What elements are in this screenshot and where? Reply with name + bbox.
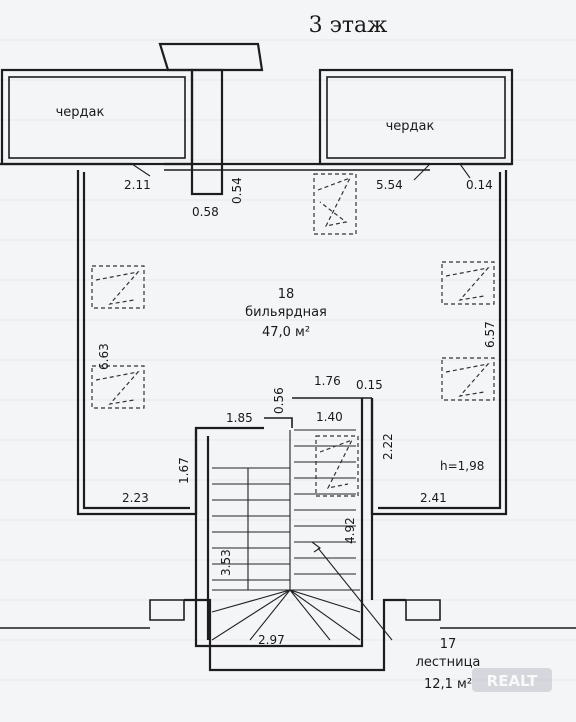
watermark-text: REALT [487,672,538,690]
dim-1-67: 1.67 [177,457,191,484]
stairs-room-label: 17 лестница 12,1 м² [416,637,481,692]
dimension-labels: 2.11 0.58 0.54 5.54 0.14 6.63 6.57 1.76 … [97,177,497,647]
dim-1-76: 1.76 [314,374,341,388]
dim-2-11: 2.11 [124,178,151,192]
stair-treads [211,429,393,641]
dim-6-57: 6.57 [483,321,497,348]
billiard-area: 47,0 м² [262,325,310,340]
dim-0-14: 0.14 [466,178,493,192]
ceiling-fixtures [91,173,495,497]
watermark: REALT [472,668,552,692]
attic-right-walls [318,68,514,166]
floor-title: 3 этаж [309,13,388,38]
dim-1-40: 1.40 [316,410,343,424]
dim-0-58: 0.58 [192,205,219,219]
dim-1-85: 1.85 [226,411,253,425]
billiard-room-label: 18 бильярдная 47,0 м² [245,287,327,340]
dim-5-54: 5.54 [376,178,403,192]
dim-0-56: 0.56 [272,387,286,414]
dim-2-22: 2.22 [381,433,395,460]
stairs-name: лестница [416,655,481,670]
dim-2-41: 2.41 [420,491,447,505]
stairs-area: 12,1 м² [424,677,472,692]
dim-6-63: 6.63 [97,343,111,370]
attic-left-label: чердак [56,105,105,120]
ceiling-height: h=1,98 [440,459,484,473]
dim-3-53: 3.53 [219,549,233,576]
stairs-number: 17 [440,637,457,652]
dim-0-15: 0.15 [356,378,383,392]
chimney-column [158,42,264,196]
dim-4-92: 4.92 [343,517,357,544]
dim-2-23: 2.23 [122,491,149,505]
staircase-walls [0,398,576,672]
billiard-number: 18 [278,287,295,302]
dim-2-97: 2.97 [258,633,285,647]
top-partition [0,162,512,181]
background-grid [0,39,576,681]
attic-right-label: чердак [386,119,435,134]
billiard-name: бильярдная [245,305,327,320]
dim-0-54: 0.54 [230,177,244,204]
